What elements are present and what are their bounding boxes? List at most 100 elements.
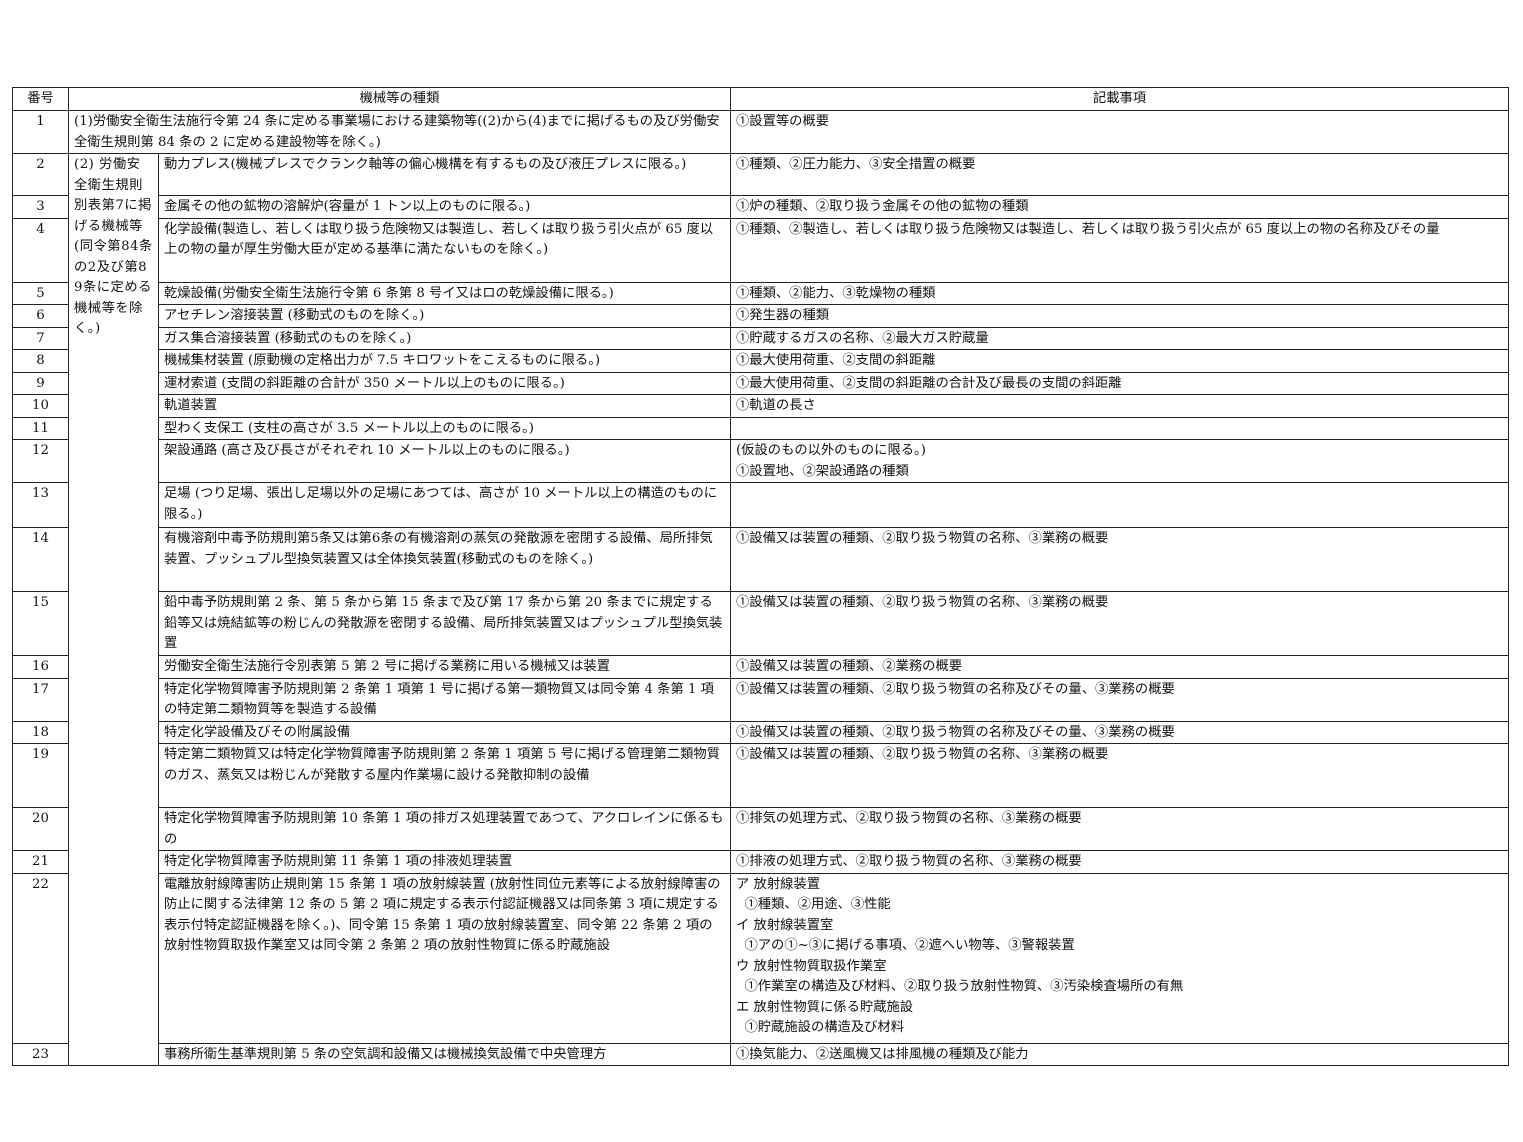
row-items: ①設備又は装置の種類、②取り扱う物質の名称及びその量、③業務の概要 — [730, 677, 1509, 722]
row-type: ガス集合溶接装置 (移動式のものを除く。) — [158, 326, 731, 350]
category-cell: (2) 労働安全衛生規則別表第7に掲げる機械等(同令第84条の2及び第89条に定… — [68, 153, 159, 1066]
table-row: 15 鉛中毒予防規則第 2 条、第 5 条から第 15 条まで及び第 17 条か… — [12, 591, 1509, 656]
table-row: 7 ガス集合溶接装置 (移動式のものを除く。) ①貯蔵するガスの名称、②最大ガス… — [12, 326, 1509, 350]
row-number: 17 — [12, 677, 69, 722]
row-items: ア 放射線装置 ①種類、②用途、③性能 イ 放射線装置室 ①アの①~③に掲げる事… — [730, 872, 1509, 1044]
header-type: 機械等の種類 — [68, 87, 731, 111]
row-number: 7 — [12, 326, 69, 350]
row-items: ①設備又は装置の種類、②取り扱う物質の名称及びその量、③業務の概要 — [730, 720, 1509, 744]
row-items: ①最大使用荷重、②支間の斜距離 — [730, 349, 1509, 373]
item-line: ア 放射線装置 — [736, 876, 821, 892]
item-line: イ 放射線装置室 — [736, 917, 834, 933]
row-items: ①種類、②製造し、若しくは取り扱う危険物又は製造し、若しくは取り扱う引火点が 6… — [730, 217, 1509, 283]
row-type: 型わく支保工 (支柱の高さが 3.5 メートル以上のものに限る。) — [158, 416, 731, 440]
item-line: ①発生器の種類 — [736, 308, 830, 323]
row-number: 4 — [12, 217, 69, 283]
item-line: ①換気能力、②送風機又は排風機の種類及び能力 — [736, 1046, 1029, 1062]
table-row: 3 金属その他の鉱物の溶解炉(容量が 1 トン以上のものに限る。) ①炉の種類、… — [12, 195, 1509, 219]
row-number: 22 — [12, 872, 69, 1044]
table-row: 8 機械集材装置 (原動機の定格出力が 7.5 キロワットをこえるものに限る。)… — [12, 349, 1509, 373]
row-type: 特定化学物質障害予防規則第 11 条第 1 項の排液処理装置 — [158, 850, 731, 874]
row-number: 18 — [12, 720, 69, 744]
table-row: 13 足場 (つり足場、張出し足場以外の足場にあつては、高さが 10 メートル以… — [12, 482, 1509, 528]
row-type: 架設通路 (高さ及び長さがそれぞれ 10 メートル以上のものに限る。) — [158, 439, 731, 483]
row-items: ①設備又は装置の種類、②取り扱う物質の名称、③業務の概要 — [730, 591, 1509, 656]
row-number: 19 — [12, 743, 69, 808]
item-line: ①最大使用荷重、②支間の斜距離の合計及び最長の支間の斜距離 — [736, 375, 1122, 391]
header-row: 番号 機械等の種類 記載事項 — [12, 87, 1509, 111]
row-type: 乾燥設備(労働安全衛生法施行令第 6 条第 8 号イ又はロの乾燥設備に限る。) — [158, 281, 731, 305]
row-number: 5 — [12, 281, 69, 305]
row-number: 15 — [12, 591, 69, 656]
row-type: 特定第二類物質又は特定化学物質障害予防規則第 2 条第 1 項第 5 号に掲げる… — [158, 743, 731, 808]
row-number: 13 — [12, 482, 69, 528]
row-number: 21 — [12, 850, 69, 874]
row-type: 化学設備(製造し、若しくは取り扱う危険物又は製造し、若しくは取り扱う引火点が 6… — [158, 217, 731, 283]
table-row: 10 軌道装置 ①軌道の長さ — [12, 394, 1509, 418]
item-line: ①排気の処理方式、②取り扱う物質の名称、③業務の概要 — [736, 811, 1082, 826]
item-line: エ 放射性物質に係る貯蔵施設 — [736, 999, 914, 1015]
item-line: ①最大使用荷重、②支間の斜距離 — [736, 353, 936, 368]
row-type: 電離放射線障害防止規則第 15 条第 1 項の放射線装置 (放射性同位元素等によ… — [158, 872, 731, 1044]
header-no: 番号 — [12, 87, 69, 111]
row-number: 11 — [12, 416, 69, 440]
table-row: 5 乾燥設備(労働安全衛生法施行令第 6 条第 8 号イ又はロの乾燥設備に限る。… — [12, 281, 1509, 305]
row-type: 動力プレス(機械プレスでクランク軸等の偏心機構を有するもの及び液圧プレスに限る。… — [158, 153, 731, 196]
row-number: 10 — [12, 394, 69, 418]
row-type: 運材索道 (支間の斜距離の合計が 350 メートル以上のものに限る。) — [158, 371, 731, 395]
item-line: ①炉の種類、②取り扱う金属その他の鉱物の種類 — [736, 199, 1029, 214]
table-row: 19 特定第二類物質又は特定化学物質障害予防規則第 2 条第 1 項第 5 号に… — [12, 743, 1509, 808]
row-type: 特定化学物質障害予防規則第 2 条第 1 項第 1 号に掲げる第一類物質又は同令… — [158, 677, 731, 722]
item-line: ①貯蔵するガスの名称、②最大ガス貯蔵量 — [736, 330, 989, 346]
item-line: ①設備又は装置の種類、②業務の概要 — [736, 659, 963, 674]
row-number: 2 — [12, 153, 69, 196]
row-number: 6 — [12, 304, 69, 328]
row-number: 23 — [12, 1042, 69, 1066]
row-type: 特定化学物質障害予防規則第 10 条第 1 項の排ガス処理装置であつて、アクロレ… — [158, 807, 731, 851]
table-row: 23 事務所衛生基準規則第 5 条の空気調和設備又は機械換気設備で中央管理方 ①… — [12, 1042, 1509, 1066]
item-line: ①設備又は装置の種類、②取り扱う物質の名称、③業務の概要 — [736, 747, 1109, 762]
row-number: 20 — [12, 807, 69, 851]
item-line: ①種類、②製造し、若しくは取り扱う危険物又は製造し、若しくは取り扱う引火点が 6… — [736, 221, 1440, 237]
item-line: ①種類、②圧力能力、③安全措置の概要 — [736, 157, 976, 172]
item-line: ①種類、②用途、③性能 — [736, 897, 891, 912]
row-items: ①設備又は装置の種類、②取り扱う物質の名称、③業務の概要 — [730, 527, 1509, 592]
row-items: ①設置等の概要 — [730, 110, 1509, 154]
table-row: 18 特定化学設備及びその附属設備 ①設備又は装置の種類、②取り扱う物質の名称及… — [12, 720, 1509, 744]
item-line: ウ 放射性物質取扱作業室 — [736, 958, 887, 974]
table-row: 16 労働安全衛生法施行令別表第 5 第 2 号に掲げる業務に用いる機械又は装置… — [12, 655, 1509, 679]
row-items: ①軌道の長さ — [730, 394, 1509, 418]
item-line: ①設置地、②架設通路の種類 — [736, 463, 909, 479]
item-line: ①設置等の概要 — [736, 114, 830, 129]
item-line: ①軌道の長さ — [736, 398, 816, 413]
row-items: ①排液の処理方式、②取り扱う物質の名称、③業務の概要 — [730, 850, 1509, 874]
row-type: 足場 (つり足場、張出し足場以外の足場にあつては、高さが 10 メートル以上の構… — [158, 482, 731, 528]
row-items: ①発生器の種類 — [730, 304, 1509, 328]
row-number: 14 — [12, 527, 69, 592]
row-items: ①設備又は装置の種類、②取り扱う物質の名称、③業務の概要 — [730, 743, 1509, 808]
row-items: ①種類、②能力、③乾燥物の種類 — [730, 281, 1509, 305]
item-line: ①作業室の構造及び材料、②取り扱う放射性物質、③汚染検査場所の有無 — [736, 979, 1184, 994]
row-type: 事務所衛生基準規則第 5 条の空気調和設備又は機械換気設備で中央管理方 — [158, 1042, 731, 1066]
table-row: 20 特定化学物質障害予防規則第 10 条第 1 項の排ガス処理装置であつて、ア… — [12, 807, 1509, 851]
row-type: 金属その他の鉱物の溶解炉(容量が 1 トン以上のものに限る。) — [158, 195, 731, 219]
row-number: 3 — [12, 195, 69, 219]
table-row: 11 型わく支保工 (支柱の高さが 3.5 メートル以上のものに限る。) — [12, 416, 1509, 440]
row-type: 機械集材装置 (原動機の定格出力が 7.5 キロワットをこえるものに限る。) — [158, 349, 731, 373]
row-type: 軌道装置 — [158, 394, 731, 418]
row-number: 9 — [12, 371, 69, 395]
item-line: ①排液の処理方式、②取り扱う物質の名称、③業務の概要 — [736, 854, 1082, 869]
item-line: ①アの①~③に掲げる事項、②遮へい物等、③警報装置 — [736, 938, 1075, 953]
item-line: ①設備又は装置の種類、②取り扱う物質の名称及びその量、③業務の概要 — [736, 724, 1175, 740]
item-line: ①設備又は装置の種類、②取り扱う物質の名称、③業務の概要 — [736, 595, 1109, 610]
table-row: 21 特定化学物質障害予防規則第 11 条第 1 項の排液処理装置 ①排液の処理… — [12, 850, 1509, 874]
row-number: 12 — [12, 439, 69, 483]
table-row: 17 特定化学物質障害予防規則第 2 条第 1 項第 1 号に掲げる第一類物質又… — [12, 677, 1509, 722]
row-type: 鉛中毒予防規則第 2 条、第 5 条から第 15 条まで及び第 17 条から第 … — [158, 591, 731, 656]
table-row: 4 化学設備(製造し、若しくは取り扱う危険物又は製造し、若しくは取り扱う引火点が… — [12, 217, 1509, 283]
table-row: 12 架設通路 (高さ及び長さがそれぞれ 10 メートル以上のものに限る。) (… — [12, 439, 1509, 483]
row-items: ①排気の処理方式、②取り扱う物質の名称、③業務の概要 — [730, 807, 1509, 851]
row-number: 8 — [12, 349, 69, 373]
row-items — [730, 482, 1509, 528]
row-items: ①最大使用荷重、②支間の斜距離の合計及び最長の支間の斜距離 — [730, 371, 1509, 395]
